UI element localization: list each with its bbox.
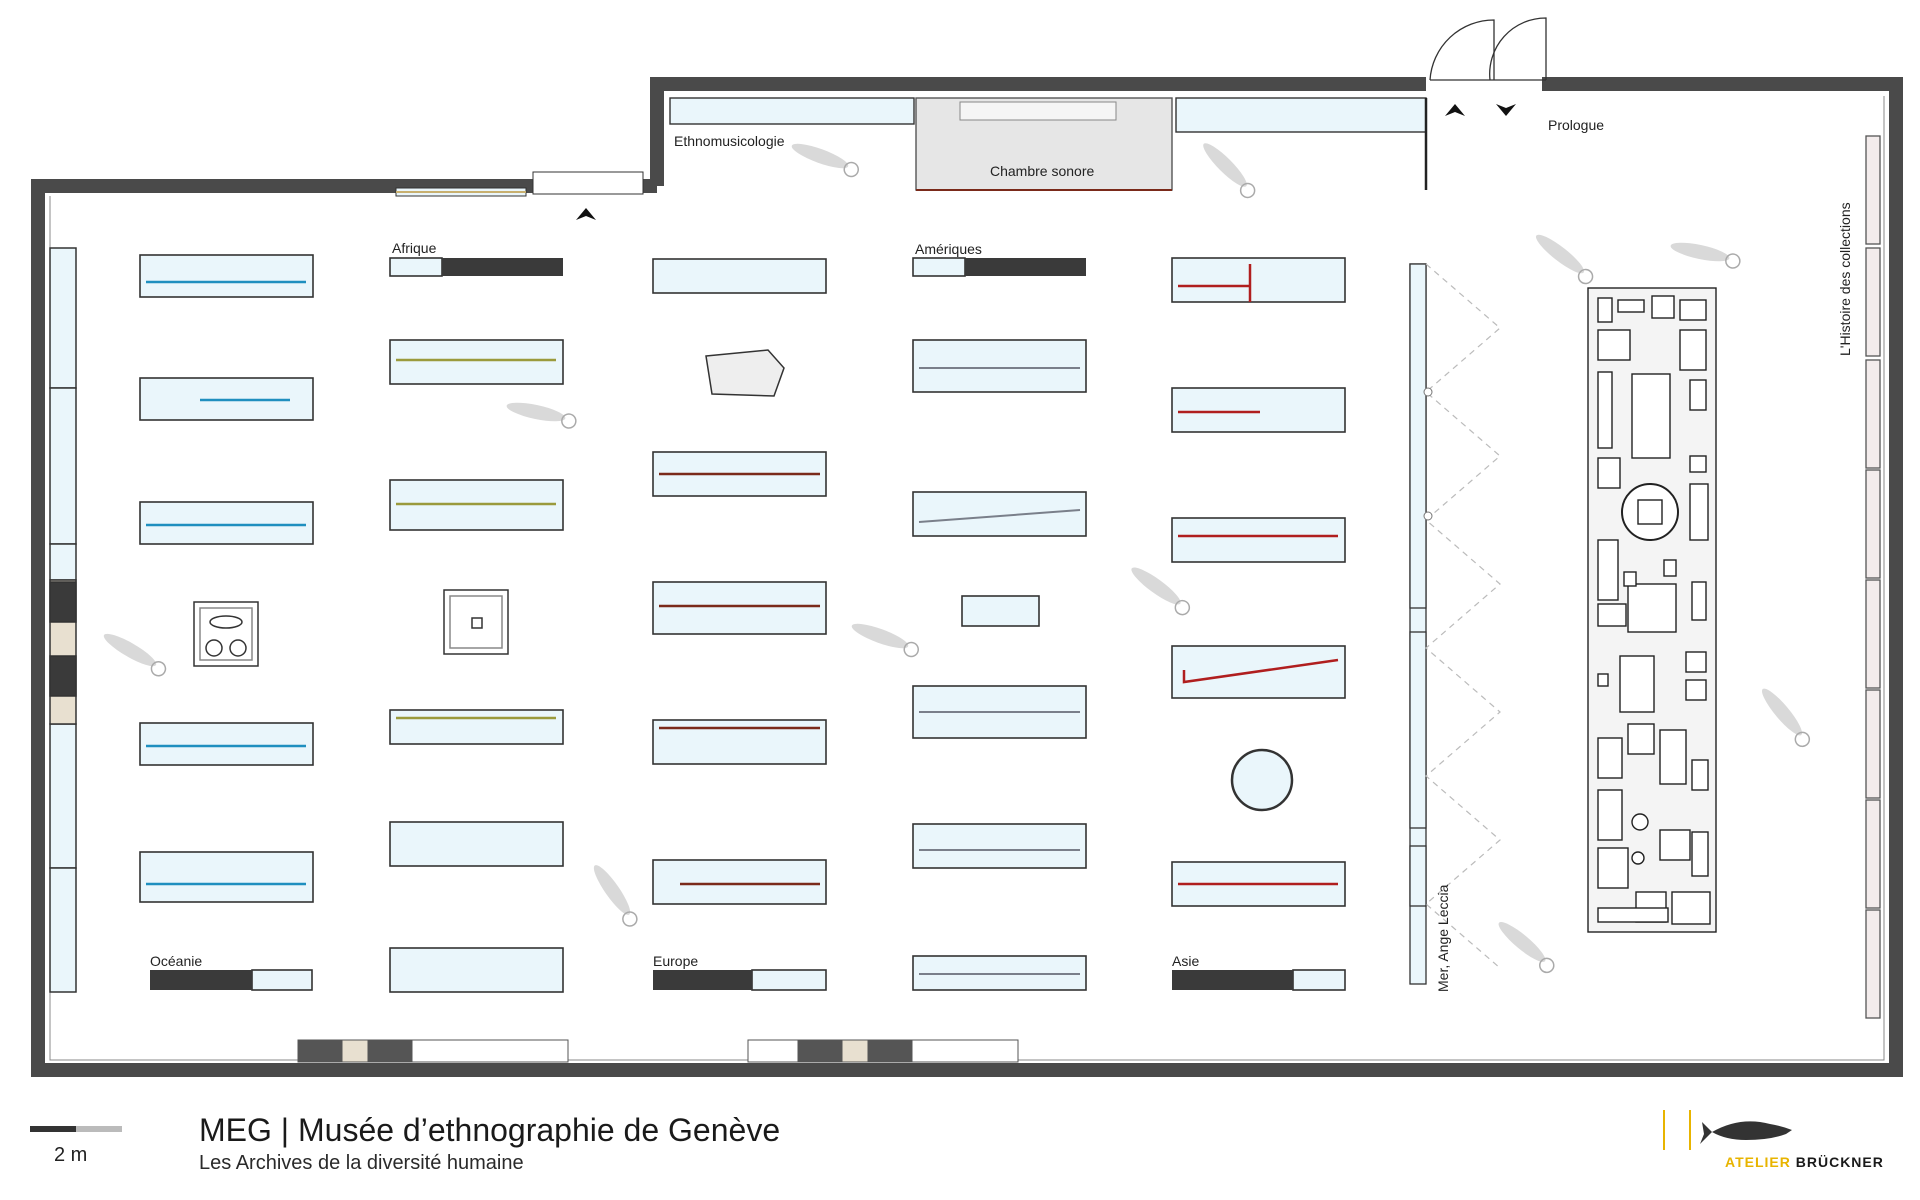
history-table xyxy=(1587,287,1717,933)
label-prologue: Prologue xyxy=(1548,117,1604,133)
shelf-lines-asie xyxy=(1178,264,1339,886)
bottom-benches xyxy=(297,1039,1019,1063)
atelier-logo-bars xyxy=(1663,1110,1691,1150)
page-title: MEG | Musée d’ethnographie de Genève xyxy=(199,1112,781,1148)
label-europe: Europe xyxy=(653,953,698,969)
label-afrique: Afrique xyxy=(392,240,437,256)
logo-part-atelier: ATELIER xyxy=(1725,1154,1796,1170)
shelf-lines-europe xyxy=(659,472,820,886)
salmon-logo-icon xyxy=(1700,1121,1792,1144)
building-walls xyxy=(31,77,1903,1077)
shelf-lines-ameriques xyxy=(918,367,1081,975)
history-wall-cabinets xyxy=(1865,135,1881,1019)
entrance-doors xyxy=(1429,17,1547,81)
label-ethnomusicologie: Ethnomusicologie xyxy=(674,133,785,149)
scale-bar xyxy=(30,1126,122,1132)
label-asie: Asie xyxy=(1172,953,1199,969)
atelier-logo: ATELIER BRÜCKNER xyxy=(1725,1154,1884,1170)
label-oceanie: Océanie xyxy=(150,953,202,969)
mer-installation xyxy=(1409,263,1501,985)
chambre-sonore-room xyxy=(915,97,1173,191)
logo-part-bruckner: BRÜCKNER xyxy=(1795,1154,1884,1170)
shelf-lines-oceanie xyxy=(146,280,306,886)
left-wall-cabinets xyxy=(49,247,77,993)
label-chambre-sonore: Chambre sonore xyxy=(990,163,1094,179)
scale-label: 2 m xyxy=(54,1144,88,1166)
special-objects xyxy=(193,349,1294,812)
shelf-lines-afrique xyxy=(396,358,556,720)
side-entrance-arrow-icon xyxy=(576,208,596,220)
entrance-arrow-icon xyxy=(1445,104,1465,116)
page-subtitle: Les Archives de la diversité humaine xyxy=(199,1152,524,1174)
top-wall-displays xyxy=(395,97,1428,197)
label-histoire-collections: L'Histoire des collections xyxy=(1837,202,1853,356)
section-info-panels xyxy=(150,258,1293,990)
label-ameriques: Amériques xyxy=(915,241,982,257)
label-mer: Mer, Ange Leccia xyxy=(1435,884,1451,992)
exit-arrow-icon xyxy=(1496,104,1516,116)
